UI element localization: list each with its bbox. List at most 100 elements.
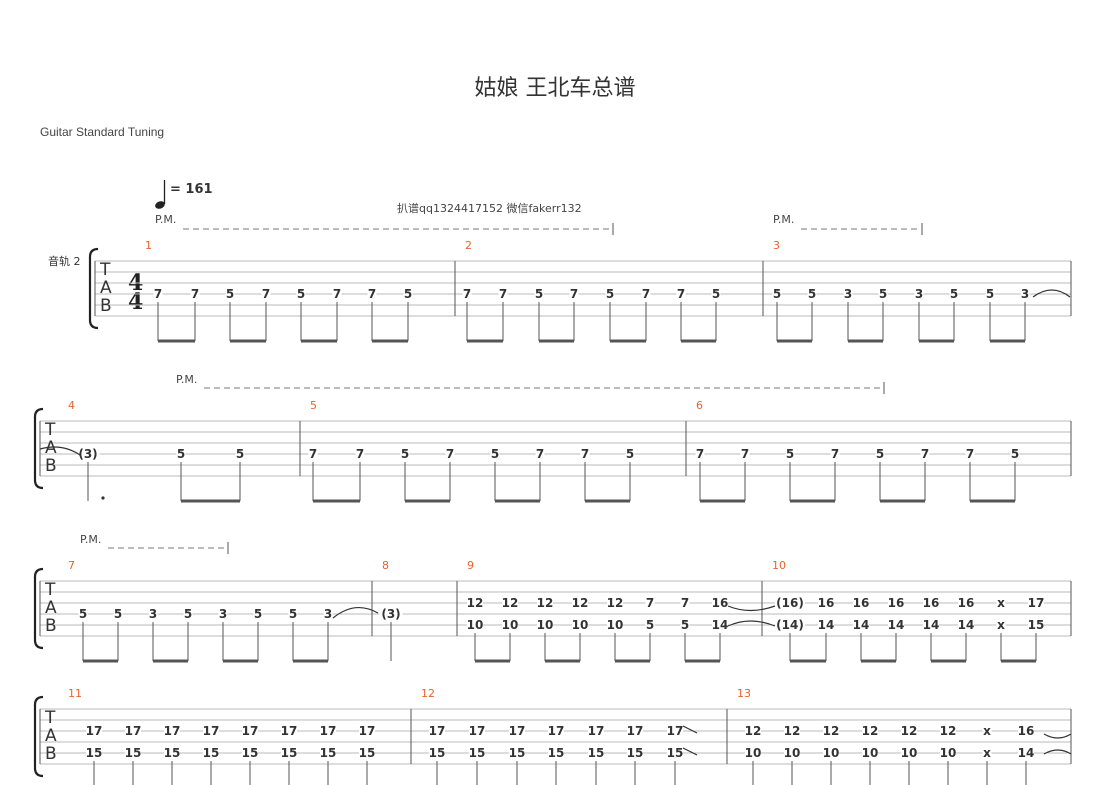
fret-background	[923, 597, 939, 609]
fret-background	[853, 619, 869, 631]
fret-background	[469, 747, 485, 759]
fret-background	[502, 597, 518, 609]
fret-background	[462, 288, 472, 300]
fret-number: 15	[627, 746, 644, 760]
fret-background	[332, 288, 342, 300]
tie-arc	[332, 607, 379, 619]
fret-number: 10	[940, 746, 957, 760]
tie-arc	[1043, 733, 1072, 739]
fret-number: 15	[320, 746, 337, 760]
track-name: 音轨 2	[48, 254, 81, 268]
fret-background	[965, 448, 975, 460]
fret-number: 14	[853, 618, 870, 632]
fret-number: x	[997, 618, 1005, 632]
measure-number: 7	[68, 559, 75, 572]
fret-background	[914, 288, 924, 300]
measure-number: 11	[68, 687, 82, 700]
fret-background	[429, 725, 445, 737]
fret-background	[853, 597, 869, 609]
fret-background	[862, 725, 878, 737]
fret-background	[843, 288, 853, 300]
fret-background	[1028, 597, 1044, 609]
svg-text:4: 4	[128, 289, 143, 315]
tab-letter: T	[44, 580, 56, 600]
fret-number: 5	[401, 447, 409, 461]
fret-background	[445, 448, 455, 460]
fret-background	[712, 597, 728, 609]
fret-number: 5	[177, 447, 185, 461]
fret-background	[153, 288, 163, 300]
fret-number: 17	[86, 724, 103, 738]
fret-number: 15	[242, 746, 259, 760]
fret-number: 3	[844, 287, 852, 301]
fret-background	[878, 288, 888, 300]
fret-background	[875, 448, 885, 460]
measure-number: 10	[772, 559, 786, 572]
fret-number: 12	[572, 596, 589, 610]
fret-number: 5	[646, 618, 654, 632]
fret-background	[645, 597, 655, 609]
fret-background	[467, 619, 483, 631]
fret-background	[982, 725, 992, 737]
fret-number: 12	[467, 596, 484, 610]
fret-number: 14	[958, 618, 975, 632]
fret-background	[745, 747, 761, 759]
fret-background	[288, 608, 298, 620]
fret-number: 5	[986, 287, 994, 301]
tab-letter: A	[100, 278, 112, 298]
measure-number: 8	[382, 559, 389, 572]
fret-number: 12	[901, 724, 918, 738]
fret-background	[359, 725, 375, 737]
fret-background	[125, 747, 141, 759]
tab-letter: B	[100, 296, 112, 316]
fret-background	[379, 608, 403, 620]
fret-number: 15	[203, 746, 220, 760]
fret-number: 7	[646, 596, 654, 610]
fret-number: (3)	[78, 447, 97, 461]
fret-number: 10	[823, 746, 840, 760]
tie-arc	[727, 605, 776, 612]
fret-number: 5	[808, 287, 816, 301]
fret-background	[261, 288, 271, 300]
fret-background	[253, 608, 263, 620]
fret-number: 5	[1011, 447, 1019, 461]
palm-mute-label: P.M.	[80, 533, 101, 546]
fret-background	[569, 288, 579, 300]
fret-background	[164, 725, 180, 737]
fret-number: 17	[359, 724, 376, 738]
fret-background	[641, 288, 651, 300]
fret-background	[1018, 725, 1034, 737]
fret-background	[862, 747, 878, 759]
fret-number: 7	[741, 447, 749, 461]
fret-number: 5	[79, 607, 87, 621]
palm-mute-4: P.M.	[80, 533, 229, 554]
fret-number: 7	[499, 287, 507, 301]
fret-number: 7	[581, 447, 589, 461]
fret-number: 7	[309, 447, 317, 461]
fret-number: 16	[853, 596, 870, 610]
slide-mark	[682, 747, 698, 756]
tab-system: TAB1117151715171517151715171517151715121…	[33, 687, 1072, 785]
fret-number: 5	[114, 607, 122, 621]
fret-background	[901, 747, 917, 759]
fret-number: 3	[149, 607, 157, 621]
fret-background	[281, 725, 297, 737]
fret-background	[203, 725, 219, 737]
fret-number: 10	[502, 618, 519, 632]
fret-number: 16	[923, 596, 940, 610]
fret-number: 3	[324, 607, 332, 621]
fret-background	[534, 288, 544, 300]
tab-letter: T	[44, 708, 56, 728]
fret-background	[183, 608, 193, 620]
fret-background	[982, 747, 992, 759]
fret-background	[509, 747, 525, 759]
fret-number: 17	[429, 724, 446, 738]
tab-letter: A	[45, 598, 57, 618]
fret-background	[537, 597, 553, 609]
fret-background	[113, 608, 123, 620]
fret-background	[502, 619, 518, 631]
system-bracket	[33, 567, 44, 650]
